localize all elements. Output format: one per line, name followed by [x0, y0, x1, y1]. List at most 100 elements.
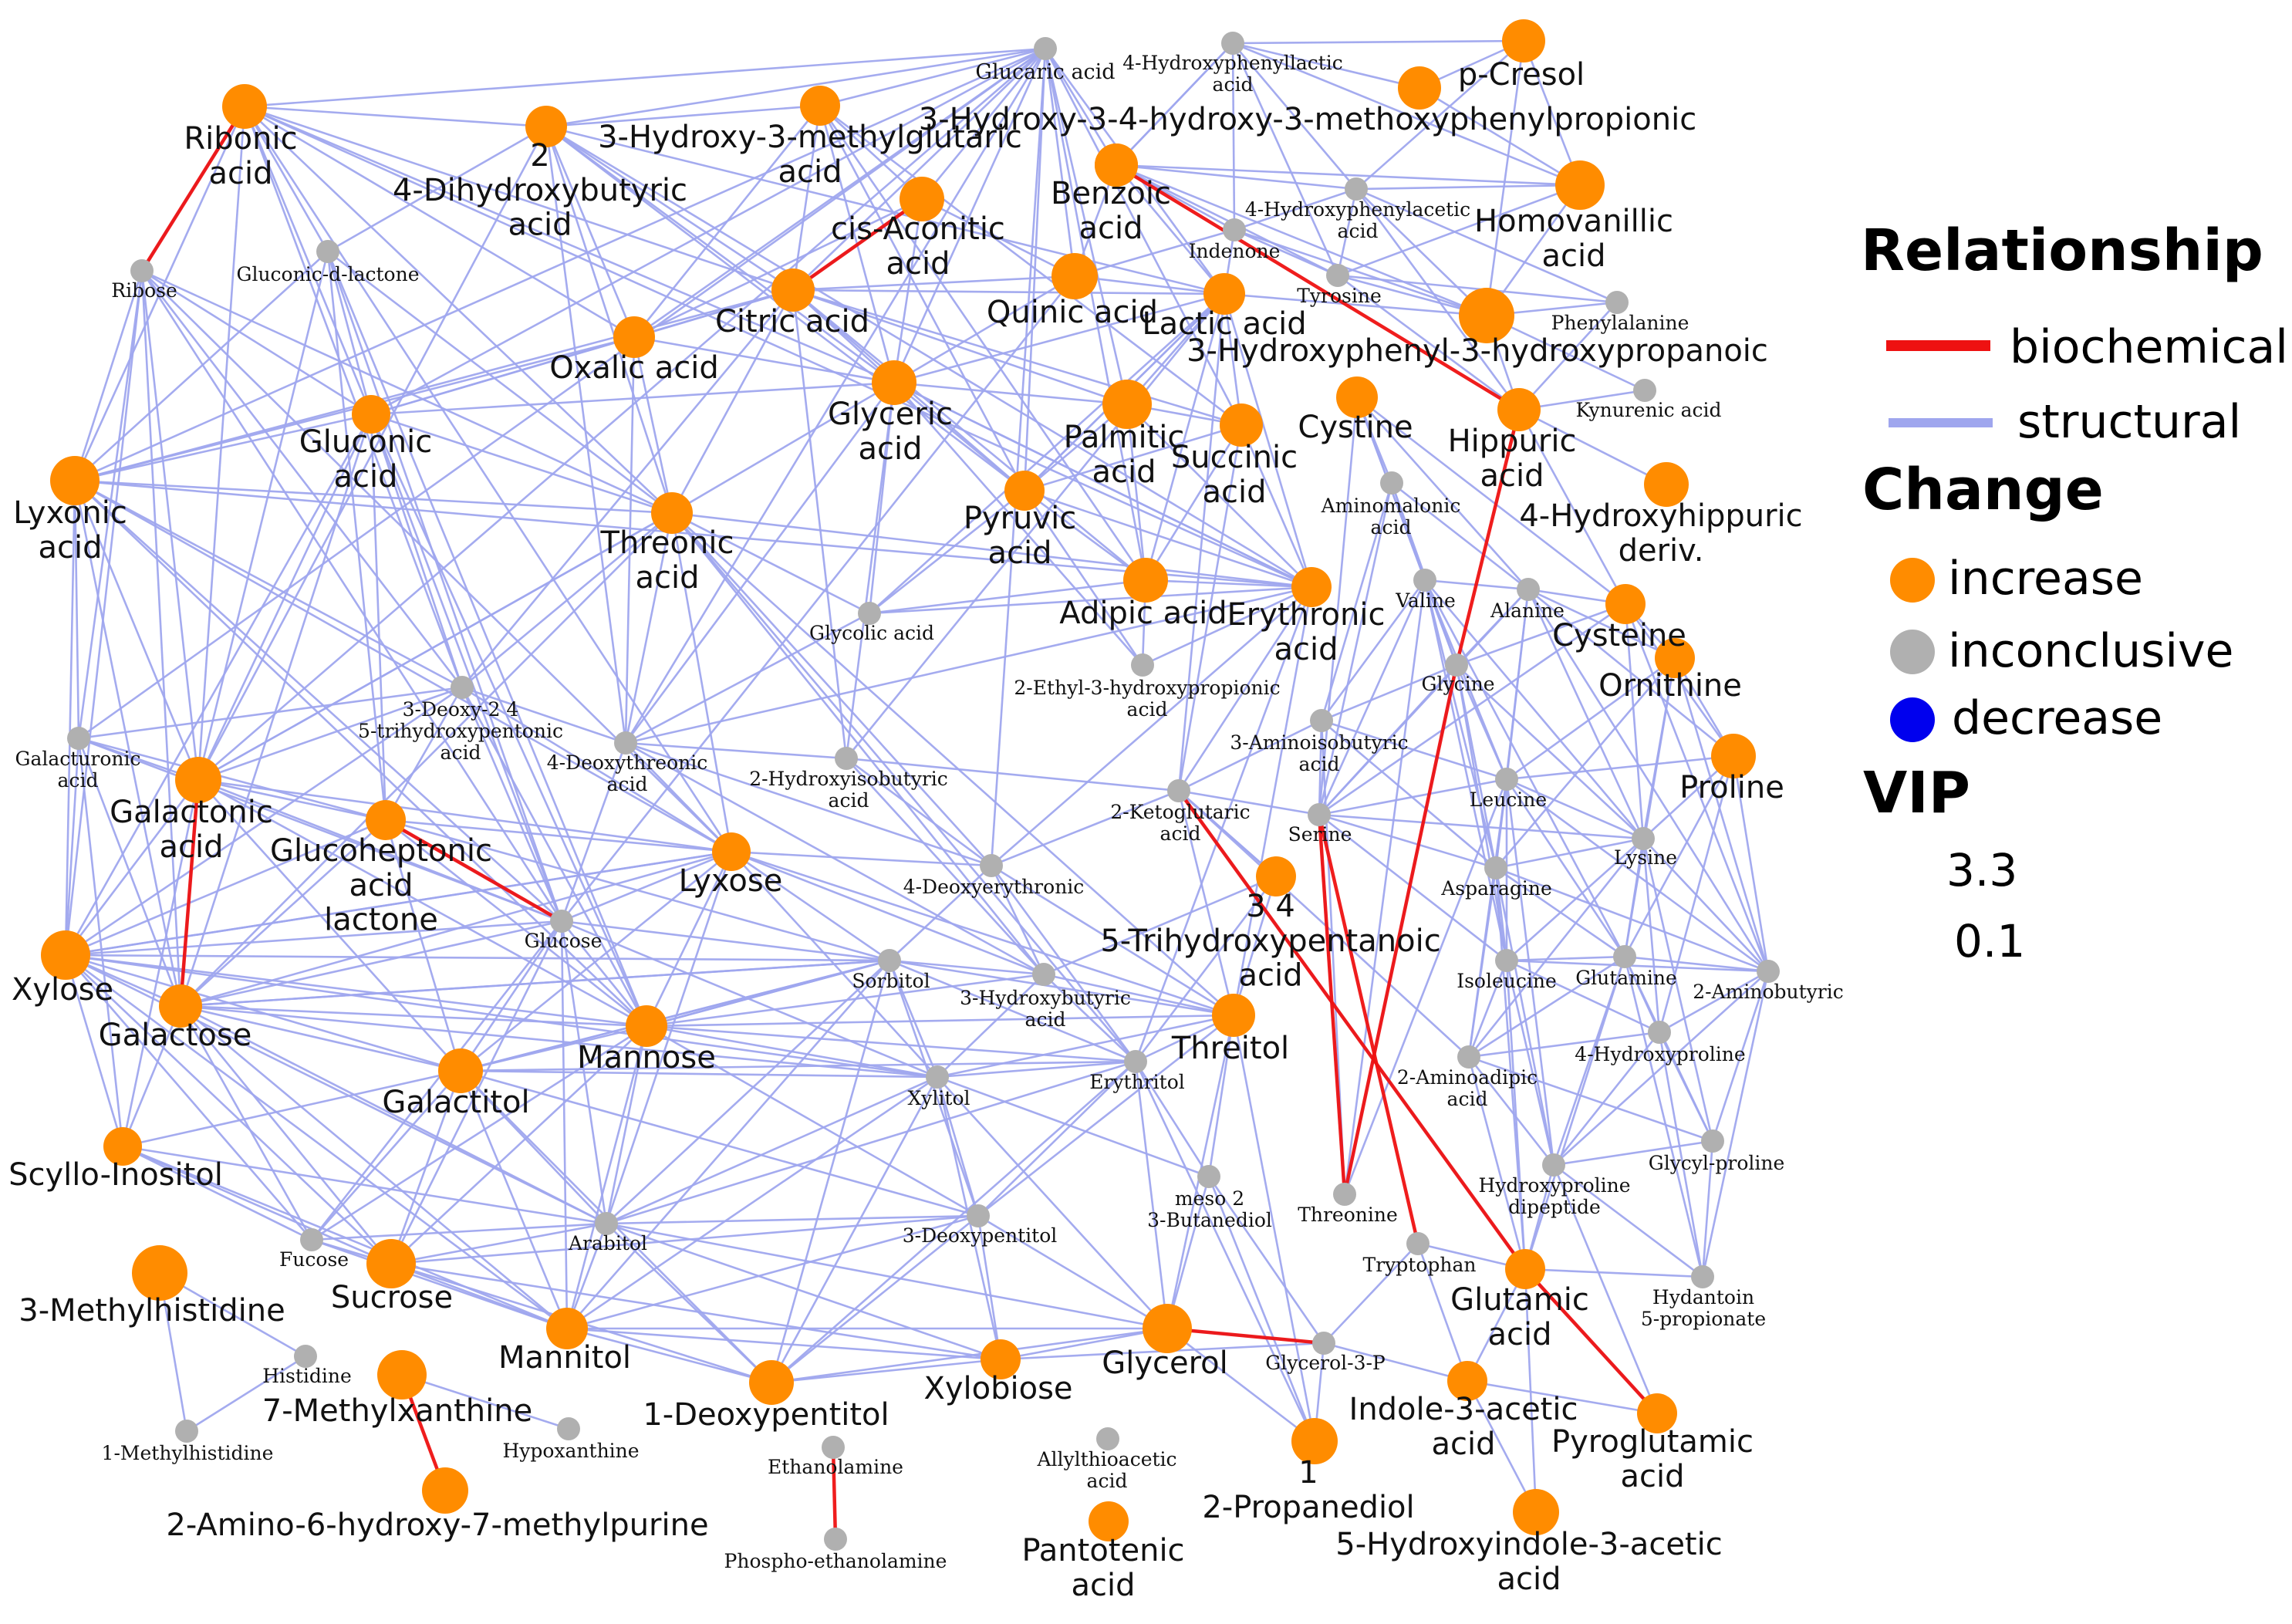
node-label-line: Oxalic acid — [549, 350, 719, 386]
node-label-galactitol: Galactitol — [382, 1085, 529, 1120]
structural-edge — [545, 125, 895, 384]
structural-edge — [937, 1075, 1210, 1178]
node-aminoadipic — [1457, 1045, 1480, 1069]
structural-edge — [74, 479, 673, 515]
node-glutamine — [1613, 945, 1636, 968]
node-pantotenic — [1089, 1501, 1129, 1541]
structural-edge — [624, 512, 673, 744]
structural-edge — [64, 779, 200, 956]
structural-edge — [1518, 408, 1667, 486]
structural-edge — [792, 289, 1242, 427]
structural-edge — [1323, 1243, 1419, 1344]
node-lactic — [1203, 273, 1245, 315]
node-label-line: Isoleucine — [1457, 970, 1557, 992]
structural-edge — [1419, 86, 1581, 187]
node-lysine — [1632, 827, 1655, 850]
structural-edge — [326, 251, 563, 922]
structural-edge — [1142, 586, 1312, 667]
node-label-phosphoeth: Phospho-ethanolamine — [724, 1550, 947, 1572]
structural-edge — [1074, 228, 1235, 278]
structural-edge — [846, 758, 1045, 975]
node-label-line: cis-Aconitic — [831, 211, 1005, 247]
structural-edge — [1116, 164, 1338, 277]
node-label-line: 5-Trihydroxypentanoic — [1100, 923, 1440, 959]
structural-edge — [1234, 228, 1487, 317]
node-label-line: acid — [1078, 211, 1143, 246]
node-label-line: deriv. — [1619, 533, 1704, 569]
node-label-line: acid — [508, 208, 572, 243]
node-label-line: Glucoheptonic — [270, 833, 492, 869]
structural-edge — [179, 1005, 313, 1241]
structural-edge — [1355, 184, 1581, 191]
node-label-sucrose: Sucrose — [331, 1280, 453, 1315]
structural-edge — [74, 479, 1312, 589]
structural-edge — [1494, 867, 1555, 1166]
structural-edge — [731, 850, 1045, 976]
structural-edge — [141, 269, 372, 416]
structural-edge — [65, 954, 647, 1028]
structural-edge — [1495, 657, 1676, 869]
node-label-line: Phenylalanine — [1551, 312, 1689, 334]
node-label-line: Pantotenic — [1021, 1533, 1184, 1568]
structural-edge — [1466, 1380, 1538, 1513]
structural-edge — [1234, 187, 1357, 231]
structural-edge — [1524, 1268, 1538, 1513]
structural-edge — [671, 512, 1234, 1016]
node-label-scyllo: Scyllo-Inositol — [8, 1157, 223, 1193]
structural-edge — [370, 381, 895, 416]
node-label-line: acid — [1447, 1088, 1488, 1110]
node-label-glycerol3p: Glycerol-3-P — [1265, 1352, 1386, 1374]
node-label-line: Indole-3-acetic — [1349, 1392, 1578, 1427]
node-hmg — [800, 86, 840, 126]
node-label-line: acid — [1541, 238, 1605, 274]
node-label-line: Xylobiose — [923, 1371, 1072, 1406]
structural-edge — [1552, 1031, 1661, 1166]
structural-edge — [197, 779, 461, 1072]
structural-edge — [606, 1075, 938, 1225]
structural-edge — [370, 47, 1046, 416]
structural-edge — [327, 125, 547, 253]
structural-edge — [888, 960, 939, 1078]
node-label-line: Glycyl-proline — [1649, 1152, 1785, 1174]
structural-edge — [179, 414, 373, 1007]
biochemical-edge — [831, 1447, 838, 1540]
structural-edge — [461, 687, 563, 922]
node-label-serine: Serine — [1288, 823, 1352, 846]
node-glycylproline — [1701, 1129, 1724, 1153]
structural-edge — [311, 1025, 647, 1241]
structural-edge — [197, 512, 673, 782]
node-erythritol — [1124, 1050, 1147, 1073]
node-glycerol — [1143, 1304, 1192, 1353]
node-scyllo — [103, 1127, 142, 1166]
node-label-arabitol: Arabitol — [568, 1232, 647, 1254]
structural-edge — [1527, 589, 1645, 839]
node-ornithine — [1655, 638, 1695, 678]
node-dhb — [525, 106, 567, 147]
node-label-aminobutyric: 2-Aminobutyric — [1693, 981, 1843, 1003]
node-butanediol — [1197, 1165, 1220, 1188]
node-label-line: Threonine — [1298, 1204, 1398, 1226]
node-label-line: acid — [1620, 1459, 1684, 1494]
structural-edge — [1126, 403, 1147, 581]
node-gluconic — [352, 395, 390, 434]
node-aminobutyric — [1757, 960, 1780, 983]
structural-edge — [65, 954, 607, 1225]
structural-edge — [1231, 42, 1236, 231]
structural-edge — [1044, 48, 1129, 405]
structural-edge — [384, 819, 462, 1072]
structural-edge — [1336, 188, 1358, 276]
structural-edge — [64, 738, 80, 956]
node-label-ribose: Ribose — [111, 279, 177, 302]
structural-edge — [1320, 482, 1393, 721]
node-label-line: acid — [987, 535, 1051, 571]
structural-edge — [401, 1373, 569, 1430]
structural-edge — [937, 1076, 1168, 1329]
structural-edge — [1466, 1268, 1527, 1382]
structural-edge — [1232, 1015, 1316, 1442]
node-label-line: Glycerol — [1102, 1345, 1228, 1381]
node-label-line: Scyllo-Inositol — [8, 1157, 223, 1193]
structural-edge — [1506, 657, 1676, 781]
structural-edge — [1467, 960, 1508, 1058]
